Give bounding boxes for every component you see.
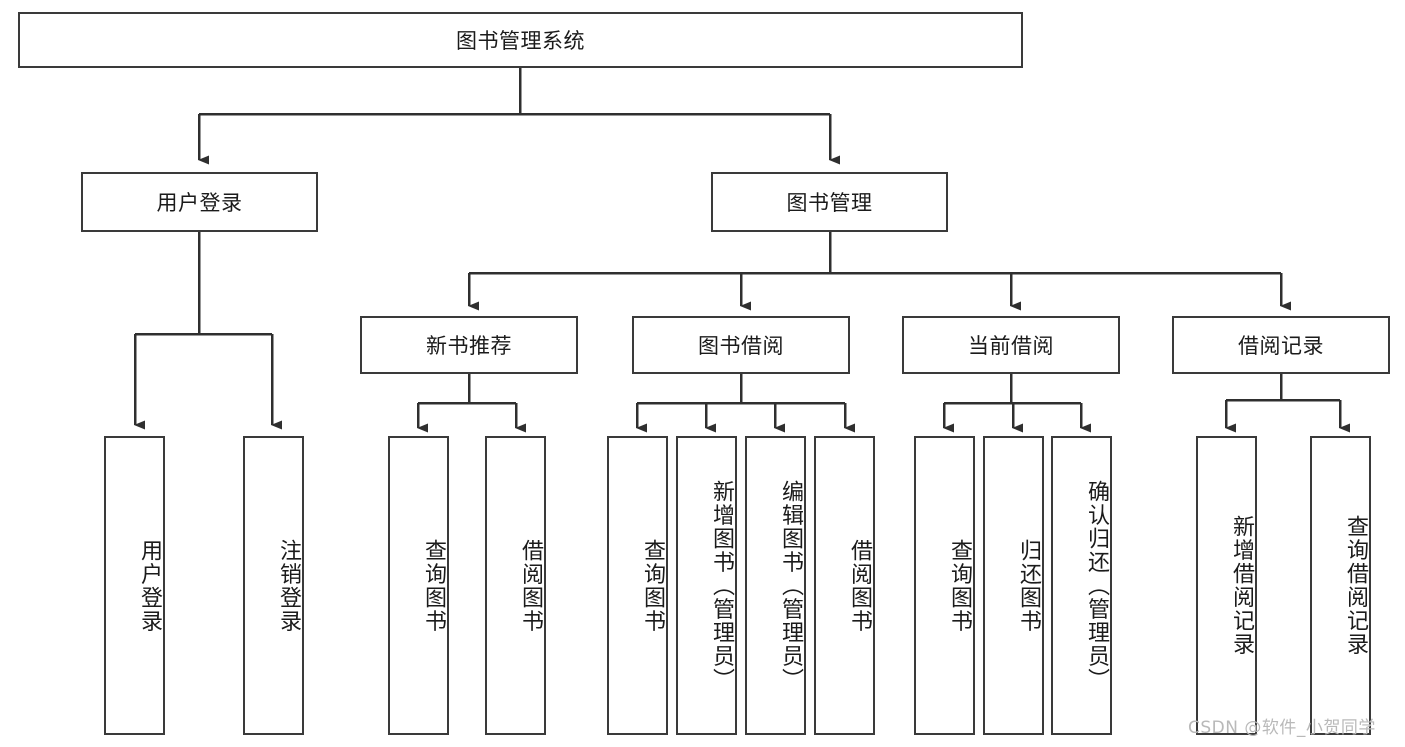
node-current-borrow-label: 当前借阅 xyxy=(968,334,1054,358)
node-new-book-recommend[interactable]: 新书推荐 xyxy=(360,316,578,374)
node-leaf-add-book-admin-label: 新增图书（管理员） xyxy=(709,479,734,692)
node-leaf-add-borrow-record[interactable]: 新增借阅记录 xyxy=(1196,436,1257,735)
node-leaf-query-book-3[interactable]: 查询图书 xyxy=(914,436,975,735)
node-leaf-borrow-book-2-label: 借阅图书 xyxy=(847,538,872,633)
node-leaf-query-book-3-label: 查询图书 xyxy=(947,538,972,633)
node-leaf-add-borrow-record-label: 新增借阅记录 xyxy=(1229,515,1254,656)
node-leaf-query-book-1-label: 查询图书 xyxy=(421,538,446,633)
node-leaf-user-login[interactable]: 用户登录 xyxy=(104,436,165,735)
node-leaf-return-book-label: 归还图书 xyxy=(1016,538,1041,633)
node-leaf-borrow-book-2[interactable]: 借阅图书 xyxy=(814,436,875,735)
node-book-manage[interactable]: 图书管理 xyxy=(711,172,948,232)
node-root[interactable]: 图书管理系统 xyxy=(18,12,1023,68)
node-leaf-edit-book-admin-label: 编辑图书（管理员） xyxy=(778,479,803,692)
node-leaf-query-borrow-record-label: 查询借阅记录 xyxy=(1343,515,1368,656)
node-leaf-confirm-return-admin[interactable]: 确认归还（管理员） xyxy=(1051,436,1112,735)
node-leaf-query-book-1[interactable]: 查询图书 xyxy=(388,436,449,735)
node-current-borrow[interactable]: 当前借阅 xyxy=(902,316,1120,374)
node-leaf-query-book-2[interactable]: 查询图书 xyxy=(607,436,668,735)
node-leaf-edit-book-admin[interactable]: 编辑图书（管理员） xyxy=(745,436,806,735)
node-leaf-add-book-admin[interactable]: 新增图书（管理员） xyxy=(676,436,737,735)
node-new-book-recommend-label: 新书推荐 xyxy=(426,334,512,358)
node-leaf-borrow-book-1-label: 借阅图书 xyxy=(518,538,543,633)
csdn-watermark: CSDN @软件_小贺同学 xyxy=(1188,718,1376,738)
node-user-login-label: 用户登录 xyxy=(156,191,243,215)
node-book-manage-label: 图书管理 xyxy=(786,191,873,215)
node-leaf-query-book-2-label: 查询图书 xyxy=(640,538,665,633)
node-leaf-user-login-label: 用户登录 xyxy=(137,538,162,633)
node-borrow-record-label: 借阅记录 xyxy=(1238,334,1324,358)
node-leaf-query-borrow-record[interactable]: 查询借阅记录 xyxy=(1310,436,1371,735)
node-book-borrow[interactable]: 图书借阅 xyxy=(632,316,850,374)
node-leaf-logout[interactable]: 注销登录 xyxy=(243,436,304,735)
node-leaf-logout-label: 注销登录 xyxy=(276,538,301,633)
node-leaf-confirm-return-admin-label: 确认归还（管理员） xyxy=(1084,479,1109,692)
node-leaf-return-book[interactable]: 归还图书 xyxy=(983,436,1044,735)
node-borrow-record[interactable]: 借阅记录 xyxy=(1172,316,1390,374)
node-leaf-borrow-book-1[interactable]: 借阅图书 xyxy=(485,436,546,735)
node-user-login[interactable]: 用户登录 xyxy=(81,172,318,232)
node-book-borrow-label: 图书借阅 xyxy=(698,334,784,358)
node-root-label: 图书管理系统 xyxy=(456,29,585,53)
